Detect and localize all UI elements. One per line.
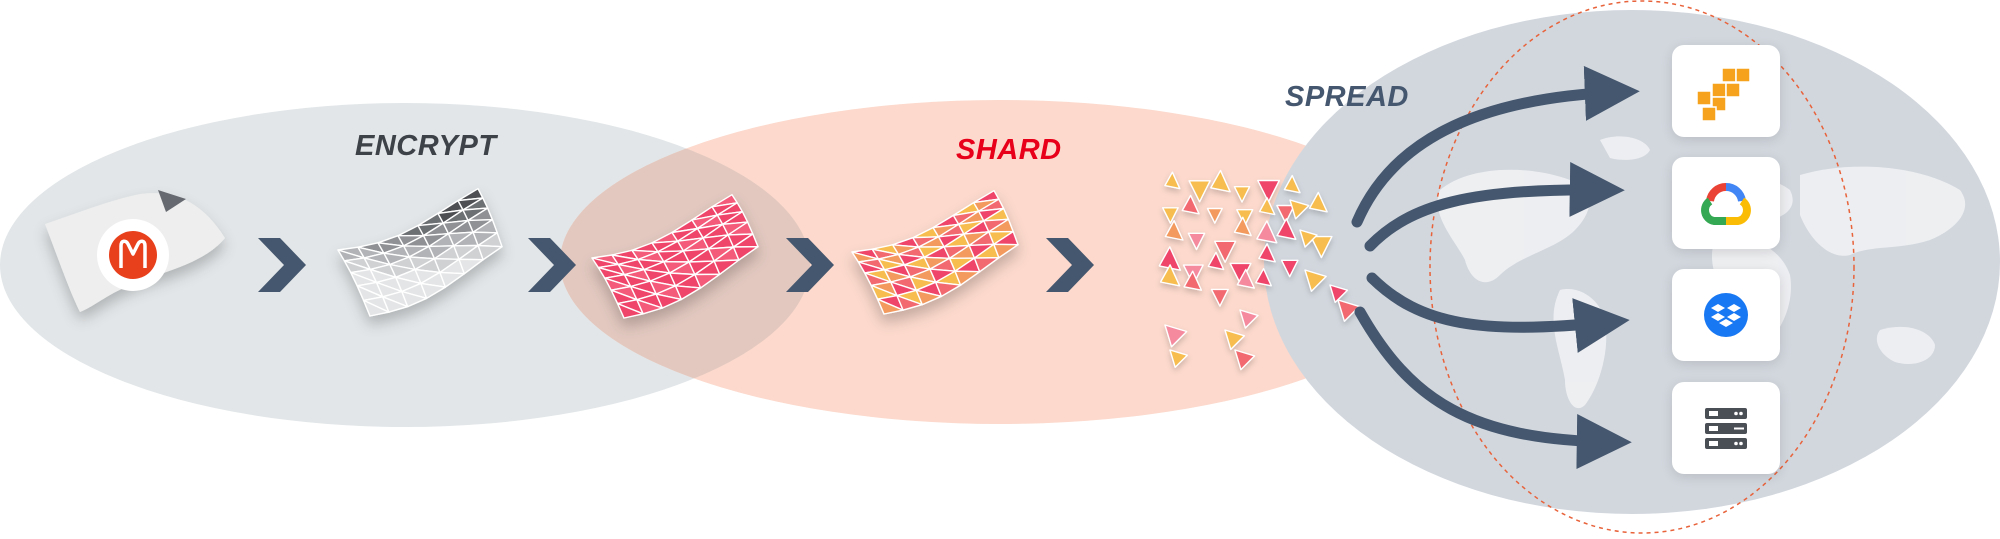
mesh-triangle bbox=[1255, 268, 1273, 287]
spread-arrow-3 bbox=[1366, 272, 1630, 353]
globe-orbit bbox=[1429, 0, 1855, 534]
mesh-triangle bbox=[713, 259, 740, 275]
mesh-triangle bbox=[1206, 207, 1223, 224]
mesh-triangle bbox=[1210, 288, 1229, 307]
mesh-triangle bbox=[1236, 268, 1256, 289]
mesh-triangle bbox=[1159, 264, 1181, 287]
mesh-triangle bbox=[694, 273, 721, 289]
mesh-triangle bbox=[1239, 309, 1259, 329]
chevron-right-icon bbox=[258, 238, 306, 292]
google-cloud-icon bbox=[1701, 182, 1751, 225]
mesh-triangle bbox=[636, 299, 663, 315]
mesh-triangle bbox=[1164, 324, 1188, 348]
sharded-mesh bbox=[851, 189, 1019, 315]
mesh-triangle bbox=[1233, 216, 1252, 237]
mesh-triangle bbox=[915, 289, 943, 306]
scattered-shards bbox=[1158, 169, 1360, 371]
mesh-triangle bbox=[439, 271, 465, 288]
chevron-right-icon bbox=[528, 238, 576, 292]
step-arrows bbox=[258, 238, 1094, 292]
encrypted-mesh-colored bbox=[591, 193, 759, 319]
mesh-triangle bbox=[616, 302, 644, 319]
mesh-triangle bbox=[896, 294, 923, 311]
mesh-triangle bbox=[1233, 185, 1251, 203]
dropbox-icon bbox=[1704, 293, 1748, 337]
mesh-triangle bbox=[401, 290, 428, 308]
mesh-triangle bbox=[876, 298, 904, 315]
mesh-triangle bbox=[954, 270, 981, 286]
server-rack-icon bbox=[1705, 408, 1747, 449]
mesh-triangle bbox=[1310, 235, 1333, 259]
mesh-triangle bbox=[993, 243, 1019, 259]
mesh-triangle bbox=[1164, 171, 1181, 190]
mesh-triangle bbox=[935, 281, 962, 297]
mesh-triangle bbox=[1236, 208, 1254, 227]
mesh-triangle bbox=[1276, 218, 1297, 241]
mesh-triangle bbox=[1161, 207, 1179, 224]
aws-cubes-icon bbox=[1696, 67, 1751, 122]
mesh-triangle bbox=[732, 245, 759, 261]
shard-label: SHARD bbox=[956, 134, 1062, 166]
mesh-triangle bbox=[1257, 179, 1281, 203]
mesh-triangle bbox=[1207, 251, 1225, 271]
mesh-triangle bbox=[1224, 329, 1246, 351]
chevron-right-icon bbox=[786, 238, 834, 292]
mesh-triangle bbox=[1210, 169, 1231, 193]
mesh-triangle bbox=[1213, 240, 1237, 263]
mesh-triangle bbox=[1280, 259, 1299, 278]
spread-arrow-4 bbox=[1354, 306, 1632, 469]
mesh-triangle bbox=[1276, 204, 1295, 224]
chevron-right-icon bbox=[1046, 238, 1094, 292]
encrypt-label: ENCRYPT bbox=[355, 130, 497, 162]
mesh-triangle bbox=[1283, 174, 1301, 194]
service-tile-dropbox bbox=[1672, 269, 1780, 361]
mesh-triangle bbox=[674, 285, 702, 301]
mesh-triangle bbox=[1299, 229, 1318, 248]
mesh-triangle bbox=[362, 299, 390, 317]
spread-label: SPREAD bbox=[1285, 81, 1409, 113]
mesh-triangle bbox=[1183, 270, 1203, 291]
mesh-triangle bbox=[1169, 349, 1189, 368]
mesh-triangle bbox=[1187, 232, 1206, 251]
mesh-triangle bbox=[1308, 191, 1328, 213]
mesh-triangle bbox=[1188, 180, 1211, 203]
service-tile-server bbox=[1672, 382, 1780, 474]
mesh-triangle bbox=[477, 244, 503, 261]
mesh-triangle bbox=[1304, 269, 1327, 292]
mesh-triangle bbox=[973, 257, 1000, 273]
globe bbox=[1264, 10, 2000, 514]
mesh-triangle bbox=[1258, 243, 1276, 263]
mesh-triangle bbox=[1258, 197, 1276, 216]
spread-arrows bbox=[1351, 65, 1640, 469]
spread-arrow-1 bbox=[1351, 65, 1640, 228]
spread-arrow-2 bbox=[1364, 161, 1625, 252]
mesh-triangle bbox=[1256, 220, 1278, 244]
mesh-triangle bbox=[382, 296, 409, 313]
mesh-triangle bbox=[655, 293, 683, 309]
mesh-triangle bbox=[420, 282, 447, 299]
mesh-triangle bbox=[1181, 194, 1200, 215]
mesh-triangle bbox=[1337, 299, 1360, 322]
mesh-triangle bbox=[1164, 219, 1184, 241]
service-tile-aws bbox=[1672, 45, 1780, 137]
mesh-triangle bbox=[1289, 199, 1310, 220]
encrypted-mesh bbox=[337, 187, 503, 317]
mesh-triangle bbox=[1329, 284, 1349, 304]
mesh-triangle bbox=[1234, 349, 1256, 371]
mesh-triangle bbox=[458, 258, 484, 275]
service-tile-google-cloud bbox=[1672, 157, 1780, 249]
